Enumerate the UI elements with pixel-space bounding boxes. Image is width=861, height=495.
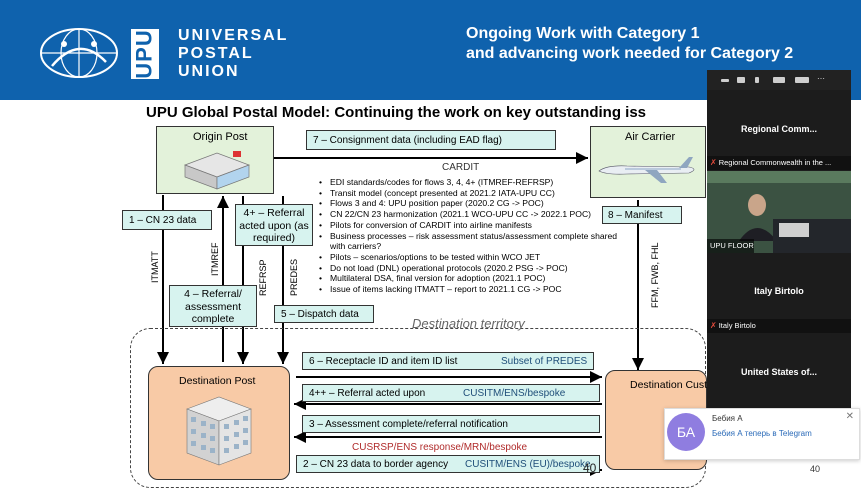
- header-title-line2: and advancing work needed for Category 2: [466, 45, 794, 62]
- gallery-icon[interactable]: [773, 77, 785, 83]
- refrsp-label: REFRSP: [258, 259, 268, 296]
- assessment-label: 3 – Assessment complete/referral notific…: [309, 419, 508, 430]
- cusitm-label-2: CUSITM/ENS (EU)/bespoke: [465, 459, 591, 470]
- layout-icon[interactable]: [795, 77, 809, 83]
- view-icon[interactable]: [737, 77, 745, 83]
- video-call-toolbar: ⋯: [707, 70, 851, 90]
- participant-name: United States of...: [740, 367, 817, 377]
- manifest-label: 8 – Manifest: [608, 210, 663, 221]
- referral-label: 4+ – Referral acted upon (as required): [239, 207, 309, 244]
- notification-message: Бебия А теперь в Telegram: [712, 429, 812, 438]
- slide-header: UPU UNIVERSAL POSTAL UNION Ongoing Work …: [0, 0, 861, 100]
- list-item: Business processes – risk assessment sta…: [319, 231, 619, 252]
- cn23-label: 1 – CN 23 data: [129, 215, 197, 226]
- participant-video[interactable]: UPU FLOOR: [707, 171, 851, 253]
- notification-sender: Бебия А: [712, 414, 743, 423]
- predes-label: PREDES: [289, 258, 299, 296]
- participant-label: ✗Regional Commonwealth in the ...: [707, 156, 851, 170]
- close-icon[interactable]: ✕: [845, 411, 854, 422]
- logo-line-2: POSTAL: [178, 45, 254, 62]
- ffm-label: FFM, FWB, FHL: [650, 242, 660, 309]
- post-office-icon: [184, 151, 250, 190]
- list-item: Pilots for conversion of CARDIT into air…: [319, 220, 619, 231]
- receptacle-label: 6 – Receptacle ID and item ID list: [309, 356, 458, 367]
- more-icon[interactable]: ⋯: [817, 74, 825, 83]
- assessment-box: 3 – Assessment complete/referral notific…: [302, 415, 600, 433]
- participant-label: ✗Italy Birtolo: [707, 319, 851, 333]
- outstanding-issues-list: EDI standards/codes for flows 3, 4, 4+ (…: [319, 177, 619, 295]
- participant-label: UPU FLOOR: [707, 239, 754, 253]
- building-icon: [186, 396, 252, 466]
- list-item: Do not load (DNL) operational protocols …: [319, 263, 619, 274]
- list-item: Transit model (concept presented at 2021…: [319, 188, 619, 199]
- subset-predes-label: Subset of PREDES: [501, 356, 588, 367]
- participant-name: Italy Birtolo: [754, 286, 804, 296]
- airplane-icon: [598, 157, 695, 183]
- slide-title: UPU Global Postal Model: Continuing the …: [146, 104, 647, 121]
- telegram-notification[interactable]: БА Бебия А Бебия А теперь в Telegram ✕: [664, 408, 860, 460]
- consignment-box: 7 – Consignment data (including EAD flag…: [306, 130, 556, 150]
- upu-vertical-logo: UPU: [131, 29, 159, 79]
- referral-plus-label: 4++ – Referral acted upon: [309, 388, 426, 399]
- minimize-icon[interactable]: [721, 79, 729, 82]
- mic-muted-icon: ✗: [710, 321, 717, 330]
- destination-post-box: Destination Post: [148, 366, 290, 480]
- consignment-label: 7 – Consignment data (including EAD flag…: [313, 135, 502, 146]
- list-item: Flows 3 and 4: UPU position paper (2020.…: [319, 198, 619, 209]
- participant-name: Regional Comm...: [740, 124, 817, 134]
- avatar: БА: [667, 413, 705, 451]
- air-carrier-box: Air Carrier: [590, 126, 706, 198]
- logo-line-1: UNIVERSAL: [178, 27, 289, 44]
- pin-icon[interactable]: [755, 77, 759, 83]
- itmatt-label: ITMATT: [150, 251, 160, 283]
- page-number: 40: [810, 464, 821, 474]
- cardit-label: CARDIT: [442, 162, 480, 173]
- slide-page-number: 40: [583, 461, 597, 475]
- list-item: EDI standards/codes for flows 3, 4, 4+ (…: [319, 177, 619, 188]
- air-carrier-label: Air Carrier: [625, 131, 676, 143]
- list-item: Issue of items lacking ITMATT – report t…: [319, 284, 619, 295]
- referral-plus-box: 4++ – Referral acted upon CUSITM/ENS/bes…: [302, 384, 600, 402]
- receptacle-box: 6 – Receptacle ID and item ID list Subse…: [302, 352, 594, 370]
- origin-post-box: Origin Post: [156, 126, 274, 194]
- itmref-label: ITMREF: [210, 242, 220, 277]
- cn23-border-box: 2 – CN 23 data to border agency CUSITM/E…: [296, 455, 600, 473]
- video-call-panel: ⋯ Regional Comm... ✗Regional Commonwealt…: [707, 70, 851, 410]
- destination-post-label: Destination Post: [179, 375, 256, 387]
- dispatch-box: 5 – Dispatch data: [274, 305, 374, 323]
- cn23-border-label: 2 – CN 23 data to border agency: [303, 459, 449, 470]
- referral-complete-label: 4 – Referral/ assessment complete: [184, 288, 242, 325]
- referral-complete-box: 4 – Referral/ assessment complete: [169, 285, 257, 327]
- logo-line-3: UNION: [178, 63, 240, 80]
- mic-muted-icon: ✗: [710, 158, 717, 167]
- cn23-box: 1 – CN 23 data: [122, 210, 212, 230]
- origin-post-label: Origin Post: [193, 131, 248, 143]
- cusitm-label-1: CUSITM/ENS/bespoke: [463, 388, 566, 399]
- cusrsp-label: CUSRSP/ENS response/MRN/bespoke: [352, 442, 528, 453]
- upu-globe-logo: [40, 28, 118, 78]
- list-item: Multilateral DSA, final version for adop…: [319, 273, 619, 284]
- list-item: Pilots – scenarios/options to be tested …: [319, 252, 619, 263]
- destination-territory-label: Destination territory: [412, 316, 525, 331]
- list-item: CN 22/CN 23 harmonization (2021.1 WCO-UP…: [319, 209, 619, 220]
- destination-customs-label-1: Destination Customs: [630, 379, 727, 391]
- header-title-line1: Ongoing Work with Category 1: [466, 25, 700, 42]
- referral-box: 4+ – Referral acted upon (as required): [235, 204, 313, 246]
- dispatch-label: 5 – Dispatch data: [281, 309, 359, 320]
